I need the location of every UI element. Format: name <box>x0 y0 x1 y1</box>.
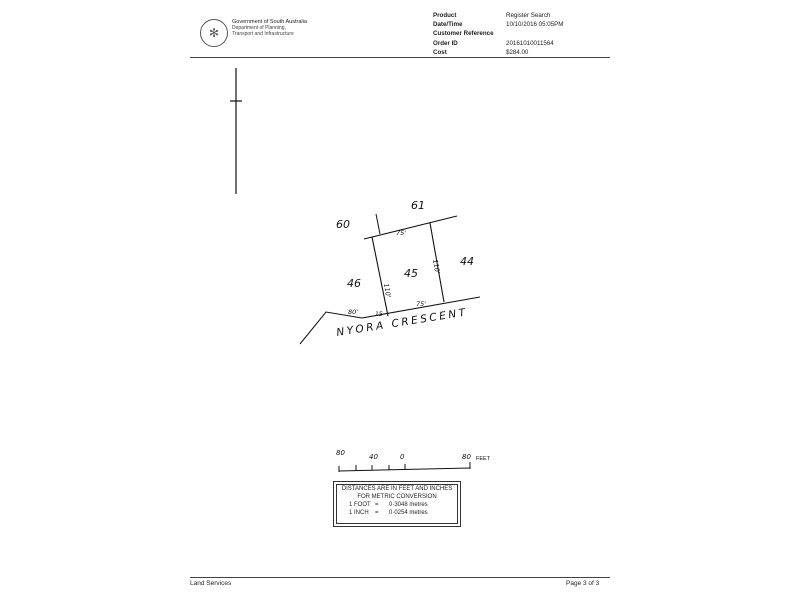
state-crest-icon: ✻ <box>200 19 228 47</box>
left-boundary <box>371 236 389 317</box>
conversion-unit: 1 FOOT <box>349 502 371 508</box>
detail-label: Customer Reference <box>433 30 494 38</box>
footer-divider <box>190 577 610 578</box>
logo-line-3: Transport and Infrastructure <box>232 31 294 37</box>
dimension-left: 110' <box>382 283 392 299</box>
detail-label: Product <box>433 12 457 19</box>
scale-label-80-left: 80 <box>336 449 345 457</box>
detail-row: Customer Reference <box>433 29 563 38</box>
detail-row: Order ID 20161010011564 <box>433 39 563 48</box>
detail-label: Date/Time <box>433 21 463 29</box>
order-details: Product Register Search Date/Time 10/10/… <box>433 11 563 57</box>
header-divider <box>190 57 610 58</box>
dimension-frontage-left: 80' <box>348 308 358 316</box>
footer-department: Land Services <box>190 580 232 587</box>
page-number: Page 3 of 3 <box>566 580 600 587</box>
conversion-equals: = <box>375 510 379 516</box>
detail-value: $284.00 <box>506 48 529 56</box>
logo-text: Government of South Australia Department… <box>232 19 307 37</box>
logo-line-1: Government of South Australia <box>232 19 307 25</box>
lot-number-left: 46 <box>347 277 361 290</box>
scale-unit: FEET <box>476 456 491 462</box>
detail-value: 20161010011564 <box>506 39 554 47</box>
conversion-value: 0·0254 metres <box>389 510 428 516</box>
logo-line-2: Department of Planning, <box>232 25 286 31</box>
scale-label-40: 40 <box>369 453 378 461</box>
dimension-top: 75' <box>396 229 406 237</box>
conversion-row: 1 INCH = 0·0254 metres <box>349 509 457 517</box>
rear-extension <box>375 213 381 235</box>
detail-row: Product Register Search <box>433 11 563 20</box>
conversion-heading-2: FOR METRIC CONVERSION <box>357 494 437 500</box>
street-corner <box>299 311 363 345</box>
conversion-heading-1: DISTANCES ARE IN FEET AND INCHES <box>341 486 453 492</box>
conversion-row: 1 FOOT = 0·3048 metres <box>349 501 457 509</box>
lot-number-subject: 45 <box>404 267 418 280</box>
right-boundary <box>429 222 445 303</box>
dimension-frontage-small: 15 <box>375 311 383 318</box>
detail-row: Cost $284.00 <box>433 48 563 57</box>
rear-boundary <box>363 215 458 240</box>
detail-label: Order ID <box>433 39 458 47</box>
conversion-value: 0·3048 metres <box>389 502 428 508</box>
detail-value: 10/10/2016 05:05PM <box>506 21 564 29</box>
lot-number-right: 44 <box>460 255 474 268</box>
street-frontage <box>361 296 481 319</box>
dimension-bottom: 75' <box>416 300 426 308</box>
lot-number-top: 61 <box>411 199 425 212</box>
scale-label-80-right: 80 <box>462 453 471 461</box>
detail-label: Cost <box>433 48 447 56</box>
government-logo: ✻ Government of South Australia Departme… <box>200 19 307 47</box>
dimension-right: 110' <box>431 259 441 275</box>
detail-value: Register Search <box>506 12 551 19</box>
detail-row: Date/Time 10/10/2016 05:05PM <box>433 20 563 29</box>
scale-label-0: 0 <box>400 453 405 461</box>
metric-conversion-box: DISTANCES ARE IN FEET AND INCHES FOR MET… <box>333 481 461 527</box>
conversion-unit: 1 INCH <box>349 510 369 516</box>
conversion-equals: = <box>375 502 379 508</box>
lot-number-top-left: 60 <box>336 218 350 231</box>
